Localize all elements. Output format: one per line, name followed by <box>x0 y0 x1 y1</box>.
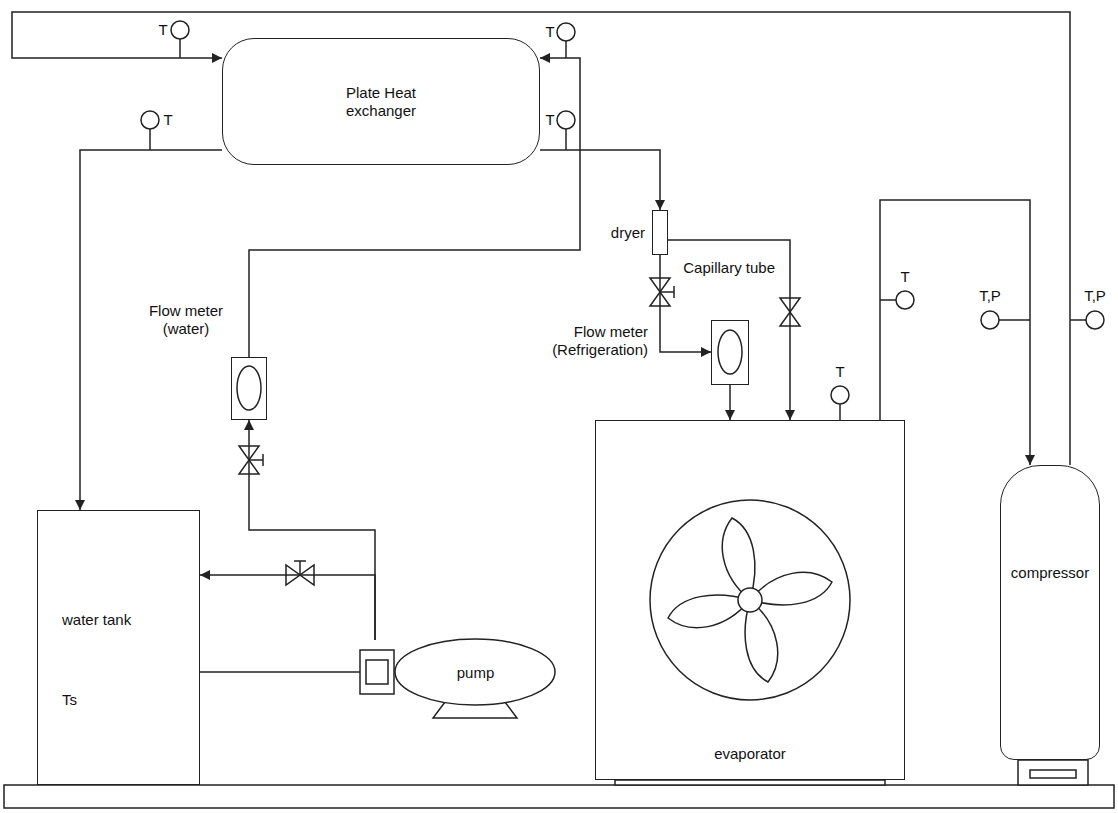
sensor-label: T,P <box>978 287 1002 305</box>
sensor-label: T <box>834 363 845 381</box>
evaporator-unit: evaporator <box>595 420 905 780</box>
sensor-label: T <box>899 268 910 286</box>
compressor-stand <box>1018 760 1088 785</box>
evaporator-foot <box>615 780 885 785</box>
sensor-stem <box>999 319 1030 321</box>
pump: pump <box>360 640 555 705</box>
sensors <box>141 21 1104 420</box>
pipe-connector <box>880 200 1030 465</box>
sensor-stem <box>1070 319 1086 321</box>
base-plate <box>4 785 1114 808</box>
sensor-label: T <box>157 21 168 39</box>
valve-handle <box>299 561 301 575</box>
pipe-connector <box>249 58 580 357</box>
valve-handle <box>262 454 264 466</box>
pipe-connector <box>729 385 731 420</box>
pipe-connector <box>200 575 375 640</box>
sensor-stem <box>149 129 151 150</box>
sensor-dial <box>896 291 914 309</box>
dryer-box: dryer <box>652 210 668 255</box>
sensor-dial <box>557 23 575 41</box>
pipe-connector <box>540 150 660 210</box>
flow-meter-glass <box>718 330 742 374</box>
sensor-dial <box>171 21 189 39</box>
sensor-stem <box>179 39 181 58</box>
pipe-connector <box>249 420 375 640</box>
water-flow-meter: Flow meter (water) <box>231 357 267 420</box>
fan-hub <box>738 588 762 612</box>
valve-handle <box>294 560 306 562</box>
fan-ring <box>650 500 850 700</box>
pump-motor <box>395 639 555 705</box>
node-label: evaporator <box>714 745 786 763</box>
component-label: Flow meter (water) <box>144 302 228 338</box>
pump-head-inner <box>366 660 388 684</box>
refrigerant-flow-meter: Flow meter (Refrigeration) <box>711 320 749 385</box>
sensor-dial <box>141 111 159 129</box>
pipe-connector <box>200 671 360 673</box>
sensor-stem <box>839 404 841 420</box>
plate-heat-exchanger: Plate Heat exchanger <box>222 38 540 165</box>
sensor-dial <box>981 311 999 329</box>
sensor-label: T <box>162 111 173 129</box>
sensor-stem <box>880 299 896 301</box>
node-label: Plate Heat exchanger <box>321 84 441 120</box>
pipe-connector <box>668 240 790 420</box>
valve-handle <box>673 286 675 298</box>
node-label: Ts <box>62 691 77 709</box>
node-label: pump <box>457 664 495 682</box>
valve-handle <box>249 459 263 461</box>
sensor-dial <box>831 386 849 404</box>
sensor-label: T,P <box>1083 287 1107 305</box>
sensor-label: T <box>544 111 555 129</box>
sensor-dial <box>557 111 575 129</box>
component-label: Capillary tube <box>682 259 776 277</box>
component-label: dryer <box>611 224 645 242</box>
fan-blades <box>668 518 832 682</box>
valve-handle <box>660 291 674 293</box>
sensor-stem <box>565 129 567 150</box>
component-label: Flow meter (Refrigeration) <box>536 323 648 359</box>
pipe-connector <box>12 12 1070 465</box>
flow-meter-glass <box>237 366 261 410</box>
sensor-label: T <box>544 23 555 41</box>
sensor-dial <box>1086 311 1104 329</box>
compressor-stand-slot <box>1030 770 1076 778</box>
rig-parts <box>4 330 1114 808</box>
node-label: water tank <box>62 611 131 629</box>
node-label: compressor <box>1011 564 1089 582</box>
valves <box>239 278 800 585</box>
compressor: compressor <box>1000 465 1100 760</box>
water-tank: water tankTs <box>37 510 200 785</box>
pump-head <box>360 650 394 694</box>
sensor-stem <box>565 41 567 58</box>
